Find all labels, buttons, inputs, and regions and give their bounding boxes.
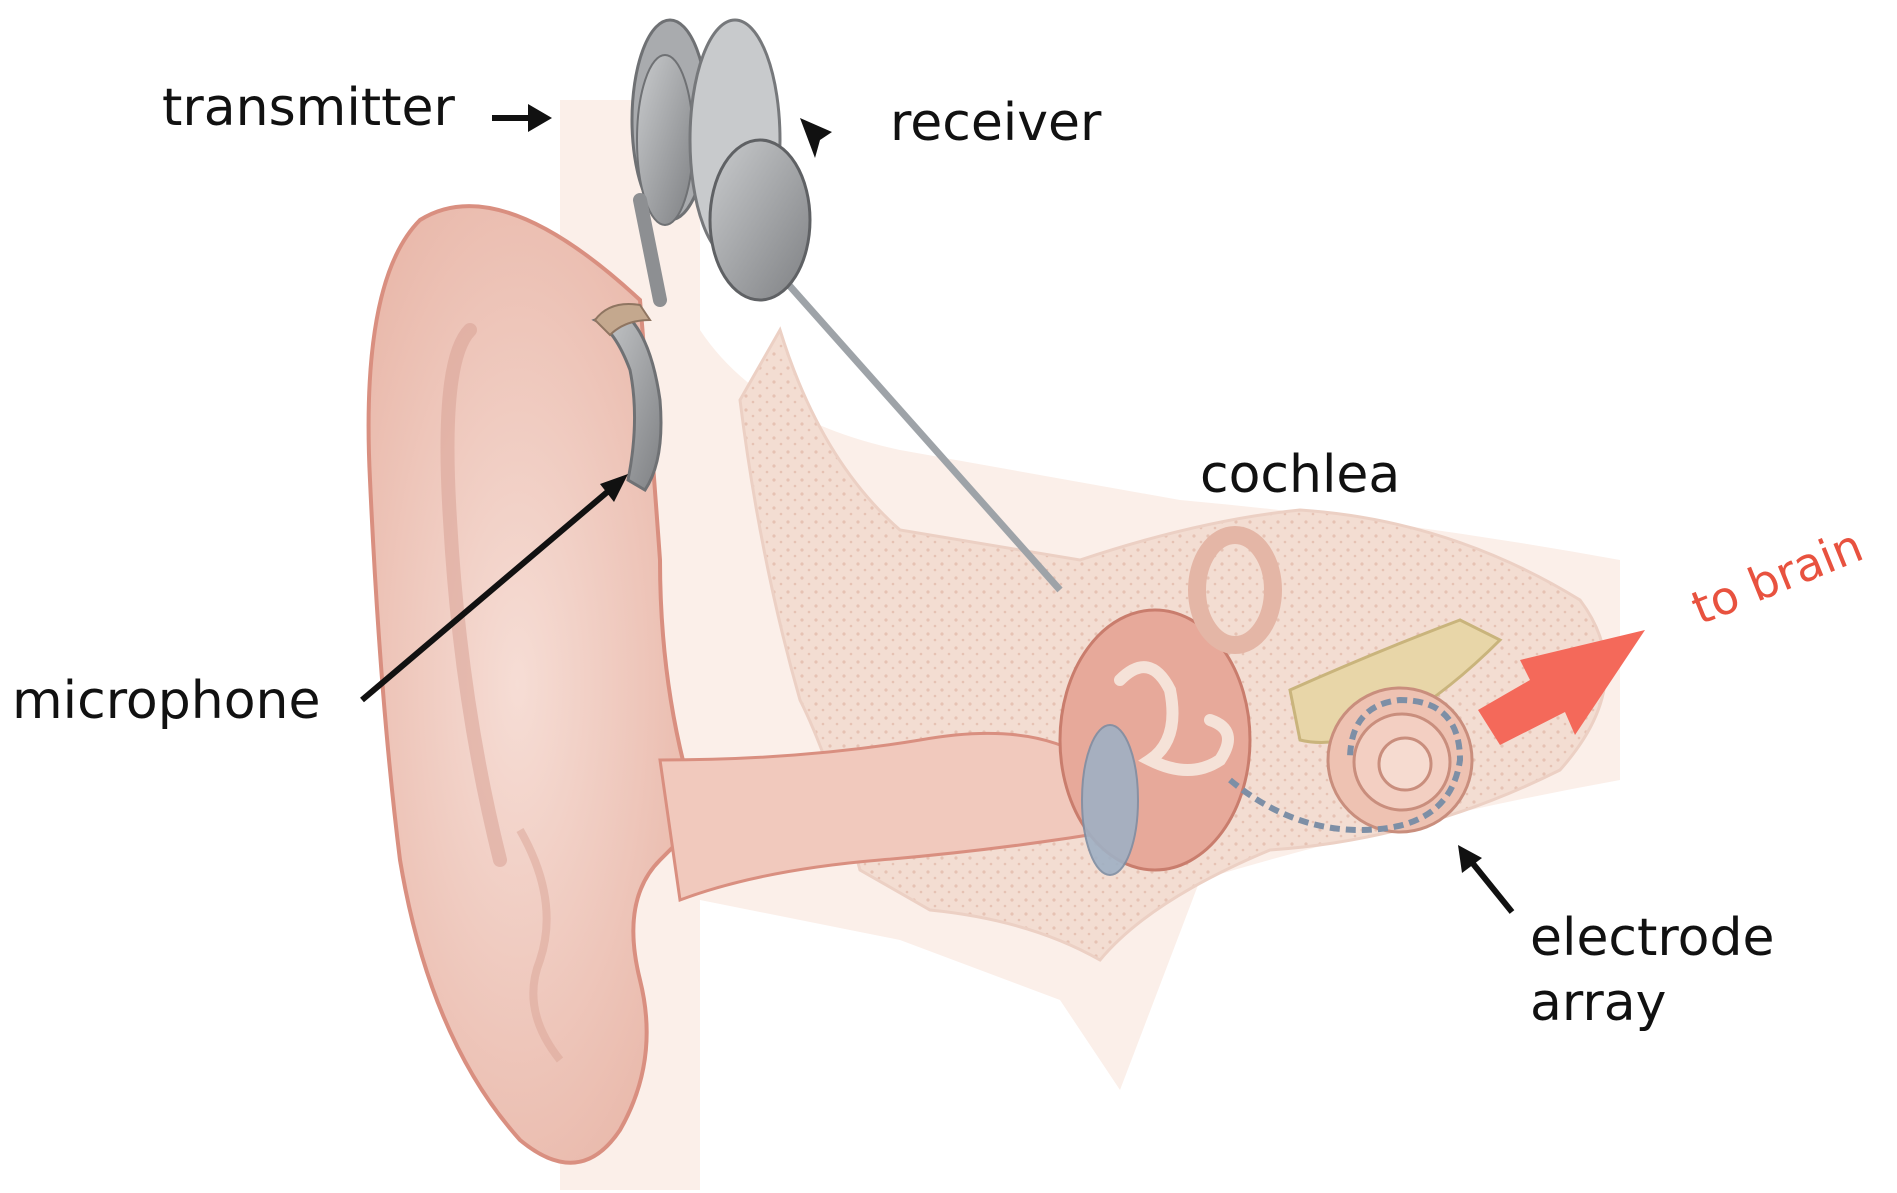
label-electrode-line1: electrode [1530, 908, 1774, 968]
receiver-pointer-arrow [800, 118, 832, 158]
electrode-pointer-arrow [1458, 845, 1512, 912]
label-cochlea: cochlea [1200, 445, 1400, 505]
transmitter-pointer-arrow [492, 104, 552, 132]
label-transmitter: transmitter [162, 78, 456, 138]
receiver-implant [690, 20, 810, 300]
eardrum [1082, 725, 1138, 875]
label-microphone: microphone [12, 671, 320, 731]
label-to-brain: to brain [1684, 518, 1870, 635]
label-electrode-line2: array [1530, 973, 1666, 1033]
label-receiver: receiver [890, 93, 1102, 153]
cochlea-spiral [1328, 688, 1472, 832]
